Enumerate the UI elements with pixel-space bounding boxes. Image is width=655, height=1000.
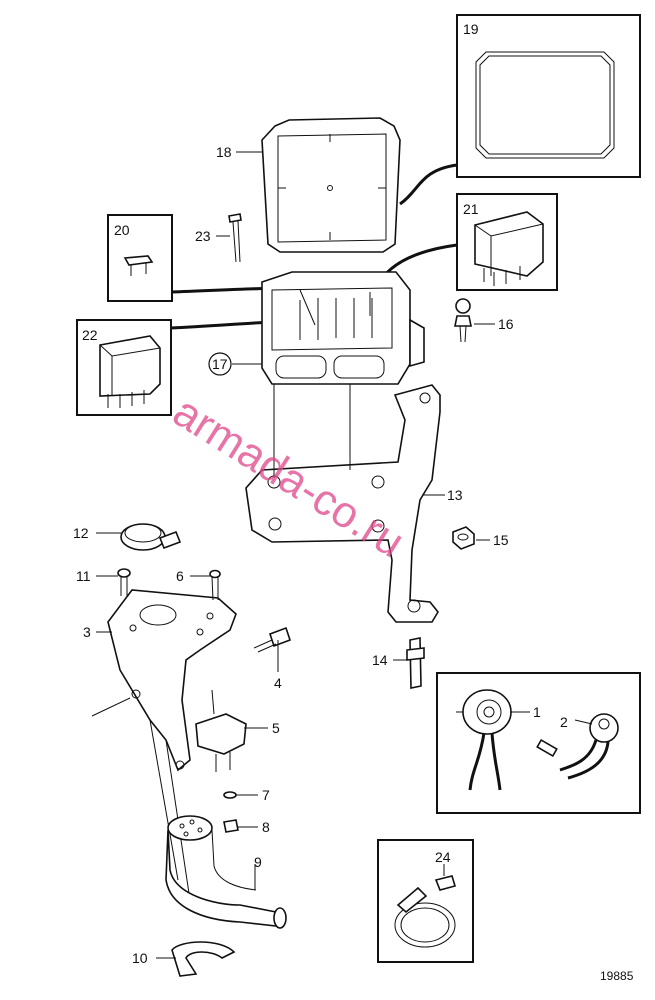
callout-13: 13 [447, 487, 463, 503]
inset-box-24 [377, 839, 474, 963]
figure-number: 19885 [600, 969, 634, 983]
leader-lines [91, 151, 593, 959]
callout-20: 20 [114, 222, 130, 238]
callout-10: 10 [132, 950, 148, 966]
o-ring-7 [223, 791, 237, 799]
callout-7: 7 [262, 787, 270, 803]
fuse-box-base [261, 271, 425, 385]
stud-14 [406, 637, 425, 689]
fuse-box-lid [261, 117, 401, 253]
callout-5: 5 [272, 720, 280, 736]
clip-10 [171, 941, 236, 977]
connection-wires [170, 163, 458, 330]
callout-22: 22 [82, 327, 98, 343]
callout-21: 21 [463, 201, 479, 217]
callout-23: 23 [195, 228, 211, 244]
inset-box-19 [456, 14, 641, 178]
sensor-5 [195, 689, 247, 772]
callout-4: 4 [274, 675, 282, 691]
callout-3: 3 [83, 624, 91, 640]
callout-12: 12 [73, 525, 89, 541]
inset-box-20 [107, 214, 173, 302]
callout-15: 15 [493, 532, 509, 548]
callout-17: 17 [212, 356, 228, 372]
callout-24: 24 [435, 849, 451, 865]
inset-box-22 [76, 319, 172, 416]
callout-8: 8 [262, 819, 270, 835]
callout-17-circle [208, 352, 232, 376]
callout-6: 6 [176, 568, 184, 584]
ball-stud-16 [454, 298, 472, 343]
callout-14: 14 [372, 652, 388, 668]
callout-16: 16 [498, 316, 514, 332]
screw-6 [209, 569, 221, 601]
nut-15 [452, 526, 475, 550]
callout-2: 2 [560, 714, 568, 730]
screw-4 [253, 626, 292, 653]
callout-18: 18 [216, 144, 232, 160]
callout-19: 19 [463, 21, 479, 37]
screw-11 [117, 568, 131, 596]
bracket-3 [107, 589, 237, 901]
callout-11: 11 [76, 568, 91, 584]
callout-labels: 19 18 21 20 23 22 16 17 13 12 15 11 6 3 … [73, 21, 568, 966]
callout-9: 9 [254, 854, 262, 870]
clamp-12 [120, 523, 182, 551]
callout-1: 1 [533, 704, 541, 720]
connector-9 [165, 815, 287, 929]
screw-23 [228, 213, 242, 263]
bracket-13 [245, 384, 441, 623]
inset-box-21 [456, 193, 558, 291]
inset-box-1-2 [436, 672, 641, 814]
nut-8 [223, 819, 239, 833]
